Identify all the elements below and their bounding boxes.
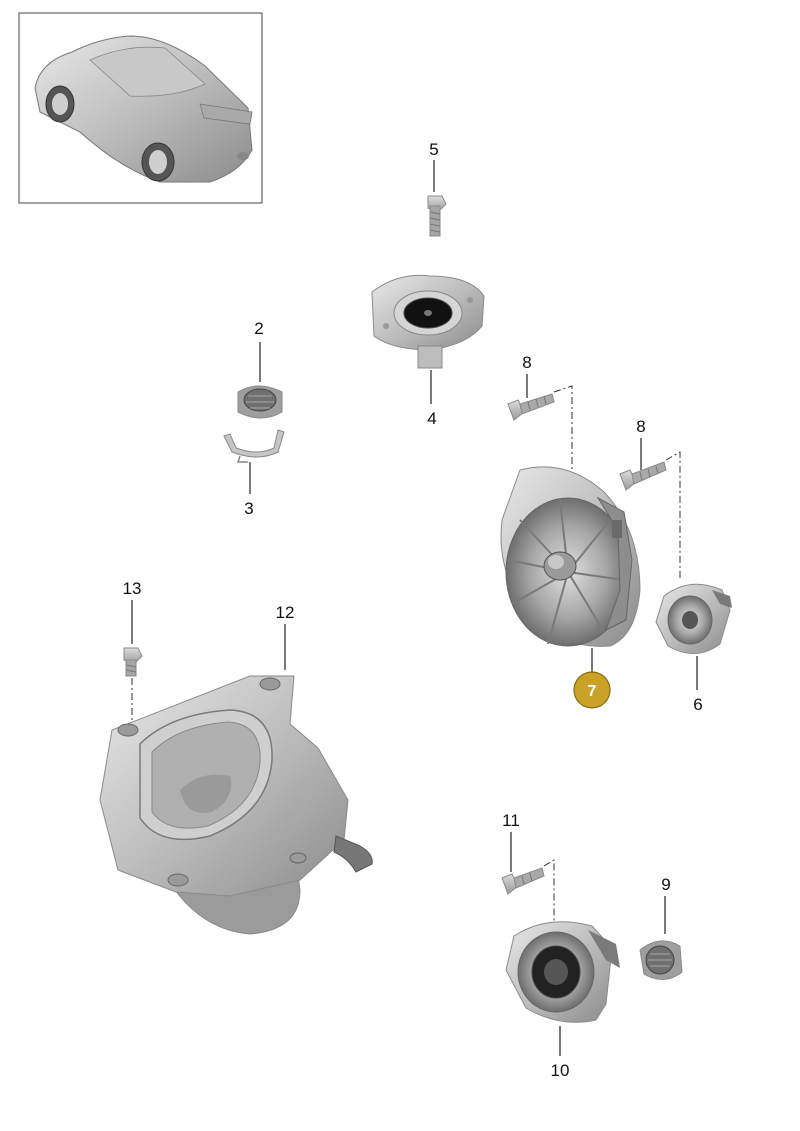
callout-3: 3 — [244, 499, 253, 518]
part-13-bolt — [123, 647, 143, 677]
callout-9: 9 — [661, 875, 670, 894]
callout-12: 12 — [276, 603, 295, 622]
part-7-woofer — [500, 466, 641, 647]
part-4-speaker-bracket — [371, 274, 485, 369]
part-3-clip — [223, 429, 285, 463]
callout-7: 7 — [588, 683, 597, 700]
callout-11: 11 — [502, 811, 520, 830]
callout-10: 10 — [551, 1061, 570, 1080]
callout-8-lower: 8 — [636, 417, 645, 436]
car-thumbnail — [18, 12, 263, 204]
callout-8-upper: 8 — [522, 353, 531, 372]
callout-13: 13 — [123, 579, 142, 598]
part-8-bolt-upper — [507, 393, 555, 421]
car-thumbnail-icon — [34, 35, 253, 183]
dash-8a — [553, 385, 573, 500]
callout-5: 5 — [429, 140, 438, 159]
dash-11 — [543, 859, 555, 934]
part-10-speaker — [505, 921, 620, 1023]
part-11-bolt — [501, 867, 545, 895]
part-2-tweeter — [237, 385, 283, 419]
part-6-midrange-speaker — [655, 583, 732, 654]
callout-7-highlight: 7 — [573, 671, 611, 709]
callout-6: 6 — [693, 695, 702, 714]
part-12-subwoofer-enclosure — [99, 675, 373, 935]
callout-4: 4 — [427, 409, 436, 428]
part-5-bolt — [427, 195, 447, 237]
part-8-bolt-lower — [619, 461, 667, 491]
callout-2: 2 — [254, 319, 263, 338]
part-9-tweeter — [639, 940, 683, 980]
dash-8b — [665, 451, 681, 580]
